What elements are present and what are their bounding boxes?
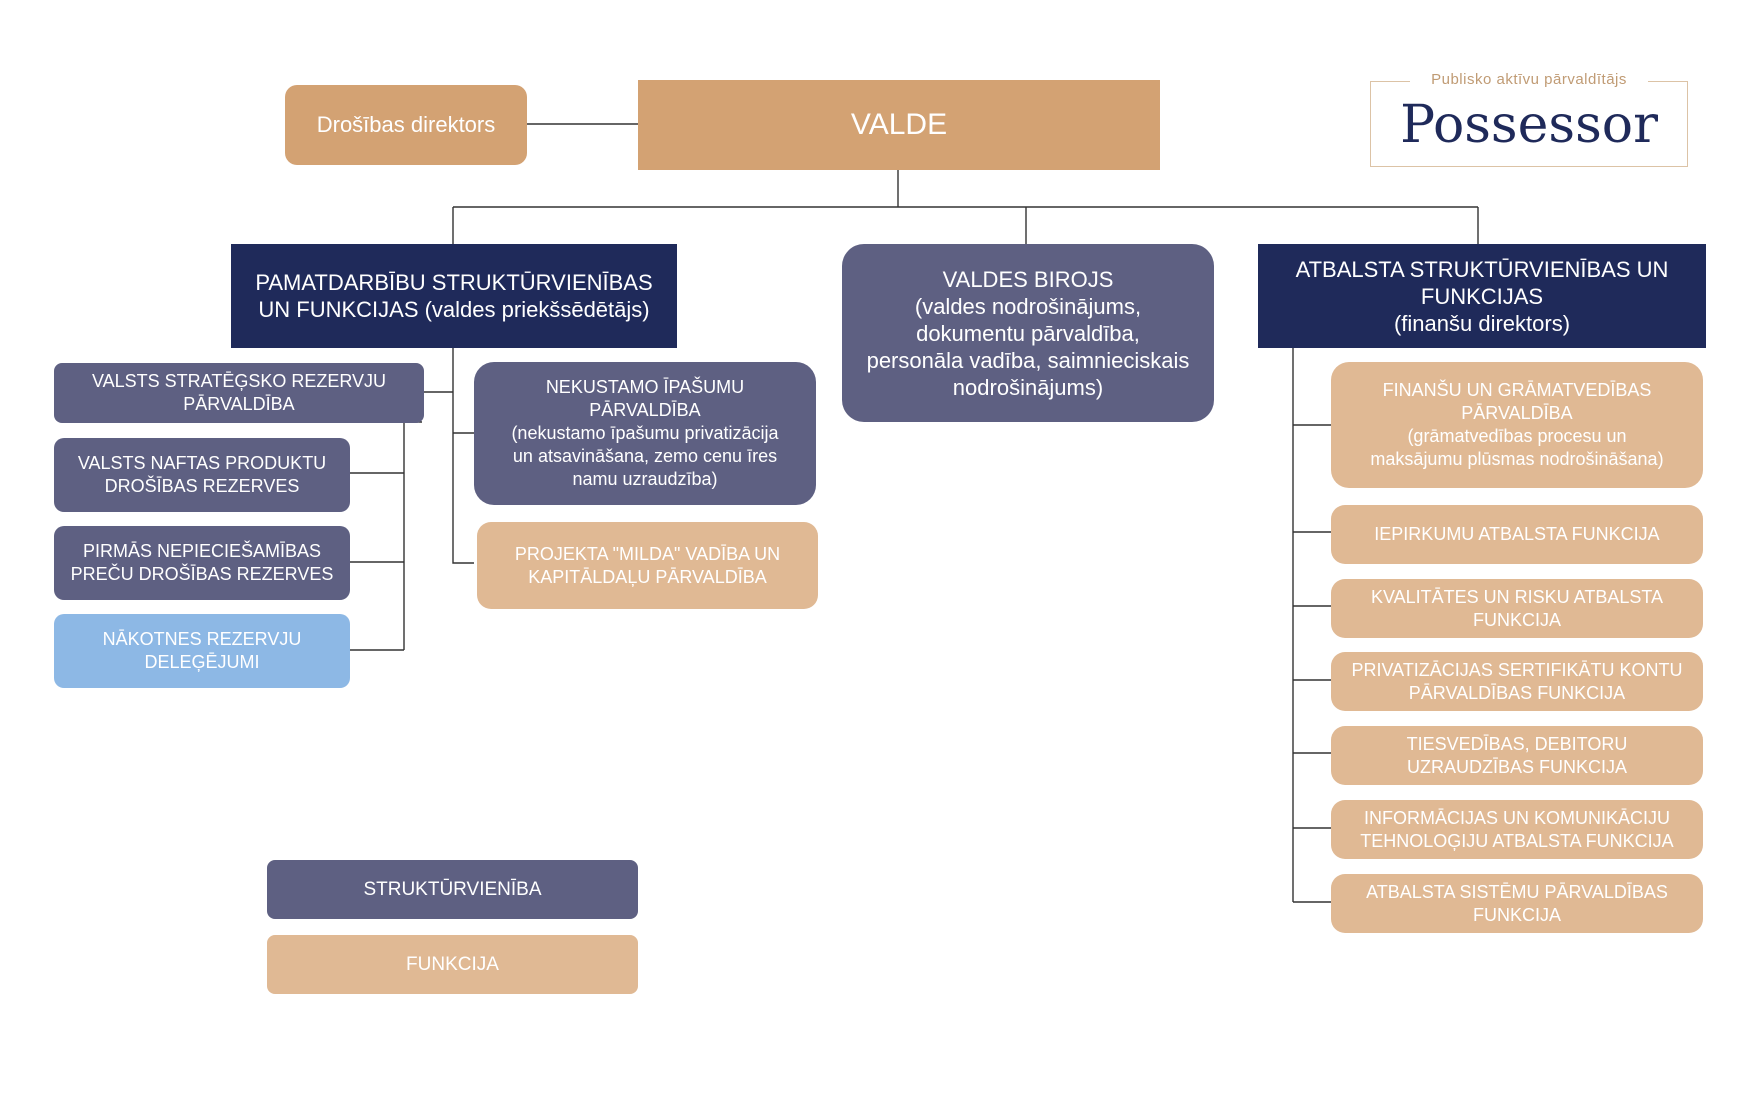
- core-unit-strategic-reserves: VALSTS STRATĒĢSKO REZERVJU PĀRVALDĪBA: [54, 363, 424, 423]
- board-box: VALDE: [638, 80, 1160, 170]
- milda-line: PROJEKTA "MILDA" VADĪBA UN: [514, 543, 781, 564]
- real-estate-line: namu uzraudzība): [572, 469, 718, 489]
- support-unit-support-systems: ATBALSTA SISTĒMU PĀRVALDĪBAS FUNKCIJA: [1331, 874, 1703, 933]
- support-unit-line: IEPIRKUMU ATBALSTA FUNKCIJA: [1374, 524, 1660, 544]
- core-unit-label: DROŠĪBAS REZERVES: [104, 476, 300, 496]
- core-unit-label: PĀRVALDĪBA: [183, 394, 295, 414]
- office-branch-line-2: (valdes nodrošinājums,: [914, 293, 1142, 319]
- support-branch-line-1: ATBALSTA STRUKTŪRVIENĪBAS UN: [1295, 256, 1669, 282]
- office-branch-line-4: personāla vadība, saimnieciskais: [866, 347, 1190, 373]
- logo-wordmark: Possessor: [1400, 95, 1658, 155]
- support-unit-quality-risk: KVALITĀTES UN RISKU ATBALSTA FUNKCIJA: [1331, 579, 1703, 638]
- milda-line: KAPITĀLDAĻU PĀRVALDĪBA: [528, 566, 767, 587]
- real-estate-line: (nekustamo īpašumu privatizācija: [511, 423, 779, 443]
- legend-unit: STRUKTŪRVIENĪBA: [267, 860, 638, 919]
- support-unit-line: KVALITĀTES UN RISKU ATBALSTA: [1370, 586, 1664, 607]
- core-branch-box: PAMATDARBĪBU STRUKTŪRVIENĪBAS UN FUNKCIJ…: [231, 244, 677, 348]
- support-branch-box: ATBALSTA STRUKTŪRVIENĪBAS UN FUNKCIJAS (…: [1258, 244, 1706, 348]
- core-unit-future-reserves: NĀKOTNES REZERVJU DELEĢĒJUMI: [54, 614, 350, 688]
- support-unit-litigation-debtors: TIESVEDĪBAS, DEBITORU UZRAUDZĪBAS FUNKCI…: [1331, 726, 1703, 785]
- support-unit-line: TIESVEDĪBAS, DEBITORU: [1406, 733, 1628, 754]
- support-unit-line: INFORMĀCIJAS UN KOMUNIKĀCIJU: [1363, 807, 1671, 828]
- support-unit-line: PĀRVALDĪBAS FUNKCIJA: [1408, 682, 1626, 703]
- core-unit-essential-goods: PIRMĀS NEPIECIEŠAMĪBAS PREČU DROŠĪBAS RE…: [54, 526, 350, 600]
- logo-tagline: Publisko aktīvu pārvaldītājs: [1425, 71, 1633, 88]
- core-unit-label: VALSTS STRATĒĢSKO REZERVJU: [91, 371, 387, 391]
- core-unit-label: PIRMĀS NEPIECIEŠAMĪBAS: [82, 541, 322, 561]
- office-branch-line-3: dokumentu pārvaldība,: [916, 320, 1140, 346]
- support-unit-procurement: IEPIRKUMU ATBALSTA FUNKCIJA: [1331, 505, 1703, 564]
- core-unit-label: DELEĢĒJUMI: [144, 652, 260, 672]
- support-branch-line-2: FUNKCIJAS: [1420, 283, 1544, 309]
- support-branch-line-3: (finanšu direktors): [1393, 310, 1571, 336]
- support-unit-line: FUNKCIJA: [1472, 609, 1561, 630]
- board-label: VALDE: [850, 108, 948, 141]
- office-branch-line-1: VALDES BIROJS: [942, 266, 1114, 292]
- support-unit-line: PRIVATIZĀCIJAS SERTIFIKĀTU KONTU: [1351, 659, 1683, 680]
- logo-border-left: [1370, 81, 1410, 82]
- real-estate-line: un atsavināšana, zemo cenu īres: [512, 446, 778, 466]
- support-unit-line: ATBALSTA SISTĒMU PĀRVALDĪBAS: [1366, 881, 1668, 902]
- real-estate-line: NEKUSTAMO ĪPAŠUMU: [545, 377, 745, 397]
- security-director-label: Drošības direktors: [316, 112, 496, 137]
- logo-border-right: [1648, 81, 1688, 82]
- core-branch-line-2: UN FUNKCIJAS (valdes priekšsēdētājs): [258, 297, 650, 322]
- core-unit-label: VALSTS NAFTAS PRODUKTU: [77, 453, 327, 473]
- support-unit-line: UZRAUDZĪBAS FUNKCIJA: [1406, 756, 1628, 777]
- legend-function-label: FUNKCIJA: [406, 953, 499, 975]
- core-unit-oil-reserves: VALSTS NAFTAS PRODUKTU DROŠĪBAS REZERVES: [54, 438, 350, 512]
- legend-function: FUNKCIJA: [267, 935, 638, 994]
- office-branch-box: VALDES BIROJS (valdes nodrošinājums, dok…: [842, 244, 1214, 422]
- core-unit-label: NĀKOTNES REZERVJU: [102, 629, 302, 649]
- support-unit-line: maksājumu plūsmas nodrošināšana): [1370, 449, 1664, 469]
- support-unit-line: FINANŠU UN GRĀMATVEDĪBAS: [1382, 380, 1652, 400]
- support-unit-finance-accounting: FINANŠU UN GRĀMATVEDĪBAS PĀRVALDĪBA (grā…: [1331, 362, 1703, 488]
- milda-project-function: PROJEKTA "MILDA" VADĪBA UN KAPITĀLDAĻU P…: [477, 522, 818, 609]
- legend-unit-label: STRUKTŪRVIENĪBA: [363, 878, 542, 900]
- possessor-logo: Publisko aktīvu pārvaldītājs Possessor: [1370, 71, 1688, 167]
- support-unit-line: PĀRVALDĪBA: [1461, 403, 1573, 423]
- core-branch-line-1: PAMATDARBĪBU STRUKTŪRVIENĪBAS: [255, 270, 653, 295]
- real-estate-unit: NEKUSTAMO ĪPAŠUMU PĀRVALDĪBA (nekustamo …: [474, 362, 816, 505]
- office-branch-line-5: nodrošinājums): [952, 374, 1104, 400]
- support-unit-privatization-certificates: PRIVATIZĀCIJAS SERTIFIKĀTU KONTU PĀRVALD…: [1331, 652, 1703, 711]
- core-unit-label: PREČU DROŠĪBAS REZERVES: [70, 564, 334, 584]
- security-director-box: Drošības direktors: [285, 85, 527, 165]
- support-unit-line: TEHNOLOĢIJU ATBALSTA FUNKCIJA: [1360, 830, 1674, 851]
- support-unit-line: (grāmatvedības procesu un: [1407, 426, 1627, 446]
- real-estate-line: PĀRVALDĪBA: [589, 400, 701, 420]
- support-unit-ict: INFORMĀCIJAS UN KOMUNIKĀCIJU TEHNOLOĢIJU…: [1331, 800, 1703, 859]
- support-unit-line: FUNKCIJA: [1472, 904, 1561, 925]
